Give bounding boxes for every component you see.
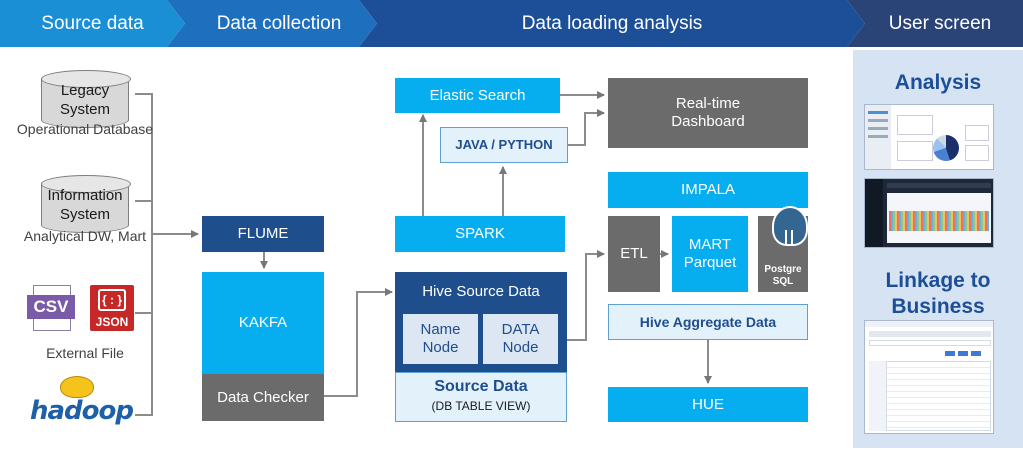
hive-aggregate-box: Hive Aggregate Data [608, 304, 808, 340]
name-node-box: Name Node [403, 314, 478, 364]
etl-label: ETL [620, 245, 648, 262]
information-system-db-icon: Information System [40, 175, 131, 233]
mart-parquet-label: MART Parquet [683, 236, 737, 271]
legacy-system-title: Legacy System [59, 82, 110, 118]
data-node-label: DATA Node [501, 321, 540, 356]
data-checker-label: Data Checker [217, 388, 309, 406]
java-python-box: JAVA / PYTHON [440, 127, 568, 163]
stage-label: Data collection [216, 12, 342, 34]
hadoop-wordmark: hadoop [30, 396, 134, 426]
mart-parquet-box: MART Parquet [672, 216, 748, 292]
realtime-dashboard-box: Real-time Dashboard [608, 78, 808, 148]
spark-label: SPARK [455, 225, 505, 242]
stage-label: User screen [888, 12, 992, 34]
postgresql-elephant-icon [772, 206, 808, 246]
stage-data-collection: Data collection [167, 0, 377, 47]
source-data-title: Source Data [434, 378, 528, 395]
hadoop-logo-icon: hadoop [30, 376, 140, 426]
elastic-search-box: Elastic Search [395, 78, 560, 113]
postgresql-label: Postgre SQL [764, 264, 802, 287]
impala-box: IMPALA [608, 172, 808, 208]
json-icon-label: JSON [95, 315, 129, 329]
flume-label: FLUME [237, 225, 289, 242]
elastic-search-label: Elastic Search [429, 86, 526, 104]
csv-icon-label: CSV [27, 295, 75, 319]
analysis-title: Analysis [894, 71, 982, 94]
stage-label: Data loading analysis [521, 12, 703, 34]
csv-file-icon: CSV [27, 285, 77, 331]
stage-label: Source data [41, 12, 144, 34]
source-data-box: Source Data (DB TABLE VIEW) [395, 372, 567, 422]
hue-label: HUE [692, 395, 724, 413]
hive-source-title: Hive Source Data [422, 283, 540, 300]
stage-source-data: Source data [0, 0, 185, 47]
json-file-icon: { : } JSON [90, 285, 134, 331]
stage-data-loading-analysis: Data loading analysis [359, 0, 865, 47]
name-node-label: Name Node [420, 321, 461, 356]
legacy-system-desc: Operational Database [16, 121, 154, 137]
legacy-system-db-icon: Legacy System [40, 70, 131, 128]
linkage-to-business-title: Linkage to Business [885, 269, 991, 318]
stage-user-screen: User screen [847, 0, 1023, 47]
hive-aggregate-label: Hive Aggregate Data [639, 313, 777, 330]
postgresql-box: Postgre SQL [758, 206, 808, 292]
flume-box: FLUME [202, 216, 324, 252]
java-python-label: JAVA / PYTHON [455, 137, 553, 153]
data-node-box: DATA Node [483, 314, 558, 364]
hive-source-block: Hive Source Data Name Node DATA Node [395, 272, 567, 372]
kafka-box: KAKFA [202, 272, 324, 374]
spark-box: SPARK [395, 216, 565, 252]
external-file-desc: External File [46, 345, 124, 361]
analysis-screenshot-1 [864, 104, 994, 170]
impala-label: IMPALA [681, 181, 735, 198]
db-table-view-label: (DB TABLE VIEW) [431, 399, 531, 413]
realtime-dashboard-label: Real-time Dashboard [671, 95, 745, 130]
data-checker-box: Data Checker [202, 374, 324, 421]
etl-box: ETL [608, 216, 660, 292]
kafka-label: KAKFA [238, 314, 288, 331]
information-system-title: Information System [47, 187, 123, 223]
hue-box: HUE [608, 387, 808, 422]
linkage-screenshot [864, 320, 994, 434]
information-system-desc: Analytical DW, Mart [23, 228, 147, 244]
analysis-screenshot-2 [864, 178, 994, 248]
